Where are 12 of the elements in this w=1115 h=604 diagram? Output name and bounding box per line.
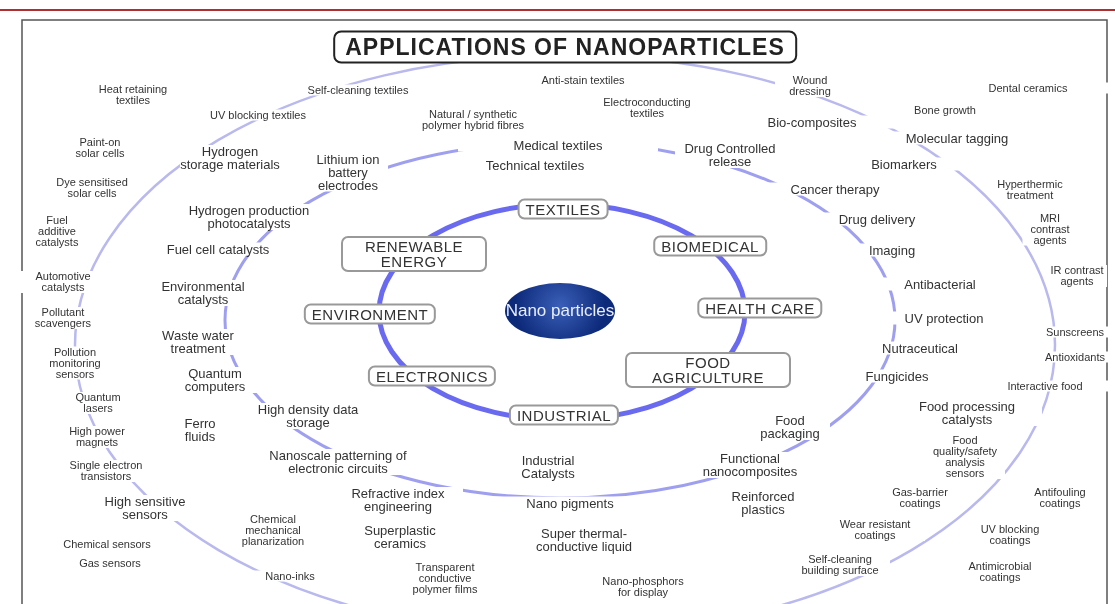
application-label: Hydrogen storage materials (180, 145, 280, 171)
application-label: Medical textiles (458, 138, 658, 152)
category-box: BIOMEDICAL (653, 235, 767, 257)
center-circle: Nano particles (505, 283, 615, 339)
category-box: ENVIRONMENT (303, 303, 437, 325)
category-box: TEXTILES (517, 198, 609, 220)
category-box: RENEWABLE ENERGY (341, 236, 487, 272)
category-box: HEALTH CARE (697, 297, 823, 319)
category-box: FOOD AGRICULTURE (625, 352, 791, 388)
category-box: INDUSTRIAL (508, 404, 620, 426)
category-box: ELECTRONICS (367, 365, 497, 387)
title: APPLICATIONS OF NANOPARTICLES (333, 30, 797, 64)
